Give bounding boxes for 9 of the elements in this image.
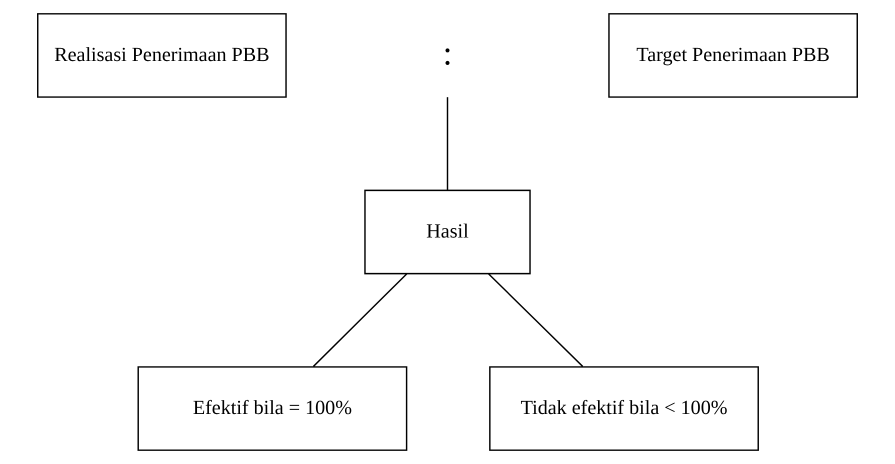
node-text: : [442,34,452,72]
connector [488,273,584,367]
connector [446,97,448,190]
node-box: Tidak efektif bila < 100% [489,366,759,451]
node-box: Hasil [364,190,531,274]
connector [312,273,408,367]
node-box: Realisasi Penerimaan PBB [37,13,287,98]
node-box: Efektif bila = 100% [137,366,408,451]
node-box: Target Penerimaan PBB [608,13,858,98]
